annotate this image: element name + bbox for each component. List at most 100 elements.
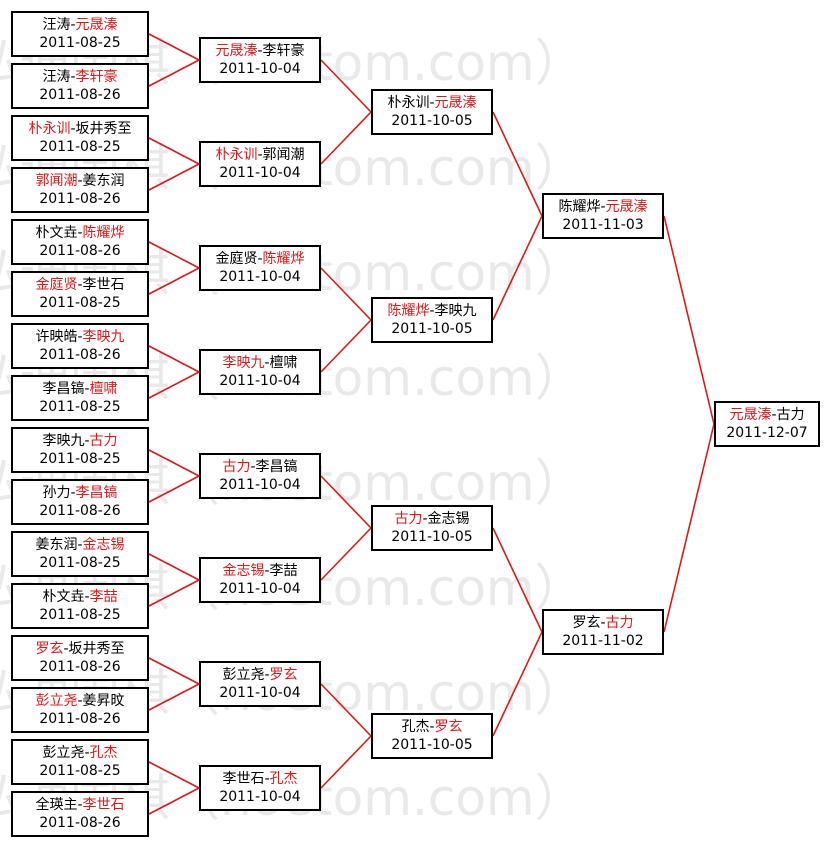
match-date: 2011-11-03 bbox=[562, 217, 644, 233]
match-players: 姜东润-金志锡 bbox=[13, 536, 147, 554]
winner-name: 古力 bbox=[605, 615, 634, 631]
winner-name: 古力 bbox=[222, 459, 251, 475]
player-name: 陈耀烨 bbox=[558, 199, 601, 215]
winner-name: 金庭贤 bbox=[35, 277, 78, 293]
player-name: 金志锡 bbox=[427, 511, 470, 527]
player-name: 李昌镐 bbox=[255, 459, 298, 475]
match-players: 陈耀烨-元晟溱 bbox=[544, 198, 662, 216]
winner-name: 元晟溱 bbox=[75, 17, 118, 33]
versus-dash: - bbox=[70, 121, 76, 137]
player-name: 李映九 bbox=[42, 433, 85, 449]
player-name: 彭立尧 bbox=[42, 745, 85, 761]
match-date: 2011-08-25 bbox=[39, 763, 121, 779]
match-players: 金志锡-李喆 bbox=[201, 562, 319, 580]
versus-dash: - bbox=[70, 17, 76, 33]
winner-name: 陈耀烨 bbox=[82, 225, 125, 241]
bracket-connector-line bbox=[148, 33, 200, 61]
winner-name: 元晟溱 bbox=[605, 199, 648, 215]
match-players: 古力-李昌镐 bbox=[201, 458, 319, 476]
match-players: 朴永训-坂井秀至 bbox=[13, 120, 147, 138]
bracket-connector-line bbox=[148, 267, 200, 295]
match-date: 2011-10-04 bbox=[219, 581, 301, 597]
match-date: 2011-08-25 bbox=[39, 451, 121, 467]
winner-name: 郭闻潮 bbox=[35, 173, 78, 189]
versus-dash: - bbox=[77, 225, 83, 241]
bracket-connector-line bbox=[663, 215, 715, 425]
versus-dash: - bbox=[84, 433, 90, 449]
match-players: 朴永训-郭闻潮 bbox=[201, 146, 319, 164]
versus-dash: - bbox=[600, 615, 606, 631]
bracket-connector-line bbox=[492, 111, 543, 217]
winner-name: 陈耀烨 bbox=[387, 303, 430, 319]
bracket-connector-line bbox=[148, 59, 200, 87]
versus-dash: - bbox=[250, 459, 256, 475]
bracket-connector-line bbox=[148, 579, 200, 607]
winner-name: 罗玄 bbox=[434, 719, 463, 735]
player-name: 朴永训 bbox=[387, 95, 430, 111]
bracket-connector-line bbox=[148, 371, 200, 399]
match-date: 2011-10-04 bbox=[219, 165, 301, 181]
versus-dash: - bbox=[264, 563, 270, 579]
player-name: 孔杰 bbox=[401, 719, 430, 735]
winner-name: 李昌镐 bbox=[75, 485, 118, 501]
winner-name: 罗玄 bbox=[35, 641, 64, 657]
match-players: 郭闻潮-姜东润 bbox=[13, 172, 147, 190]
bracket-connector-line bbox=[320, 527, 372, 581]
match-players: 朴文垚-李喆 bbox=[13, 588, 147, 606]
bracket-connector-line bbox=[320, 683, 372, 737]
match-players: 罗玄-古力 bbox=[544, 614, 662, 632]
match-date: 2011-08-25 bbox=[39, 607, 121, 623]
match-players: 彭立尧-罗玄 bbox=[201, 666, 319, 684]
match-date: 2011-10-05 bbox=[391, 737, 473, 753]
winner-name: 金志锡 bbox=[82, 537, 125, 553]
match-players: 孙力-李昌镐 bbox=[13, 484, 147, 502]
winner-name: 孔杰 bbox=[269, 771, 298, 787]
winner-name: 罗玄 bbox=[269, 667, 298, 683]
match-date: 2011-10-04 bbox=[219, 477, 301, 493]
match-date: 2011-08-26 bbox=[39, 503, 121, 519]
player-name: 朴文垚 bbox=[42, 589, 85, 605]
versus-dash: - bbox=[77, 277, 83, 293]
bracket-connector-line bbox=[492, 215, 543, 321]
match-players: 陈耀烨-李映九 bbox=[373, 302, 491, 320]
bracket-connector-line bbox=[320, 319, 372, 373]
winner-name: 金志锡 bbox=[222, 563, 265, 579]
bracket-connector-line bbox=[492, 631, 543, 737]
match-players: 全瑛主-李世石 bbox=[13, 796, 147, 814]
match-players: 孔杰-罗玄 bbox=[373, 718, 491, 736]
match-date: 2011-08-26 bbox=[39, 347, 121, 363]
match-date: 2011-10-05 bbox=[391, 321, 473, 337]
match-players: 李映九-檀啸 bbox=[201, 354, 319, 372]
bracket-connector-line bbox=[320, 475, 372, 529]
bracket-connector-line bbox=[148, 787, 200, 815]
player-name: 李世石 bbox=[222, 771, 265, 787]
player-name: 古力 bbox=[776, 407, 805, 423]
player-name: 孙力 bbox=[42, 485, 71, 501]
match-date: 2011-08-25 bbox=[39, 555, 121, 571]
match-players: 汪涛-元晟溱 bbox=[13, 16, 147, 34]
winner-name: 元晟溱 bbox=[215, 43, 258, 59]
winner-name: 朴永训 bbox=[28, 121, 71, 137]
winner-name: 元晟溱 bbox=[729, 407, 772, 423]
match-date: 2011-08-26 bbox=[39, 87, 121, 103]
match-players: 罗玄-坂井秀至 bbox=[13, 640, 147, 658]
player-name: 汪涛 bbox=[42, 17, 71, 33]
match-date: 2011-10-04 bbox=[219, 373, 301, 389]
versus-dash: - bbox=[771, 407, 777, 423]
versus-dash: - bbox=[422, 511, 428, 527]
match-date: 2011-08-26 bbox=[39, 659, 121, 675]
